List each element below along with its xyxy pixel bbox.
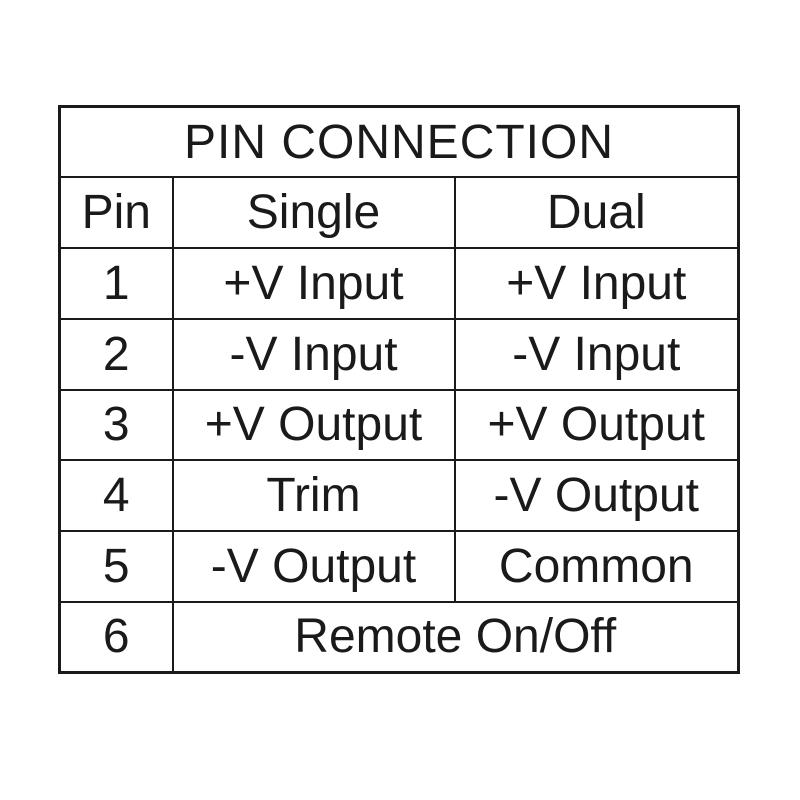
pin-number-cell: 4	[58, 459, 174, 532]
table-title: PIN CONNECTION	[58, 105, 740, 179]
header-row: Pin Single Dual	[58, 176, 740, 249]
table-row: 3 +V Output +V Output	[58, 388, 740, 462]
single-mode-cell: -V Output	[171, 530, 456, 603]
dual-mode-cell: +V Output	[453, 388, 740, 462]
dual-mode-cell: +V Input	[453, 247, 740, 320]
pin-number-cell: 3	[58, 388, 174, 462]
single-mode-cell: Trim	[171, 459, 456, 532]
merged-function-cell: Remote On/Off	[171, 600, 740, 674]
dual-mode-cell: Common	[453, 530, 740, 603]
column-header-single: Single	[171, 176, 456, 249]
table-row: 6 Remote On/Off	[58, 600, 740, 674]
column-header-dual: Dual	[453, 176, 740, 249]
table-row: 1 +V Input +V Input	[58, 247, 740, 320]
pin-number-cell: 2	[58, 317, 174, 391]
table-row: 5 -V Output Common	[58, 530, 740, 603]
table-row: 4 Trim -V Output	[58, 459, 740, 532]
title-row: PIN CONNECTION	[58, 105, 740, 179]
pin-connection-table: PIN CONNECTION Pin Single Dual 1 +V Inpu…	[58, 105, 741, 674]
column-header-pin: Pin	[58, 176, 174, 249]
single-mode-cell: +V Output	[171, 388, 456, 462]
pin-number-cell: 5	[58, 530, 174, 603]
table-row: 2 -V Input -V Input	[58, 317, 740, 391]
dual-mode-cell: -V Output	[453, 459, 740, 532]
pin-number-cell: 6	[58, 600, 174, 674]
single-mode-cell: +V Input	[171, 247, 456, 320]
single-mode-cell: -V Input	[171, 317, 456, 391]
pin-number-cell: 1	[58, 247, 174, 320]
dual-mode-cell: -V Input	[453, 317, 740, 391]
